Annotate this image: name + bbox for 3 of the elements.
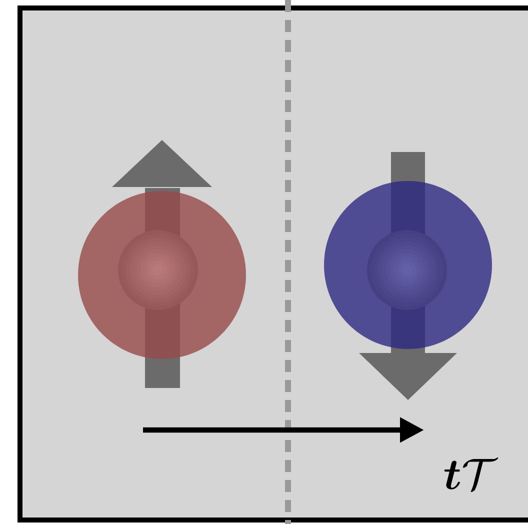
spin-particle-drawing	[324, 152, 492, 400]
spin-particle-drawing	[78, 140, 246, 388]
operator-label: $\boldsymbol{t}\mathcal{T}$	[444, 457, 498, 492]
